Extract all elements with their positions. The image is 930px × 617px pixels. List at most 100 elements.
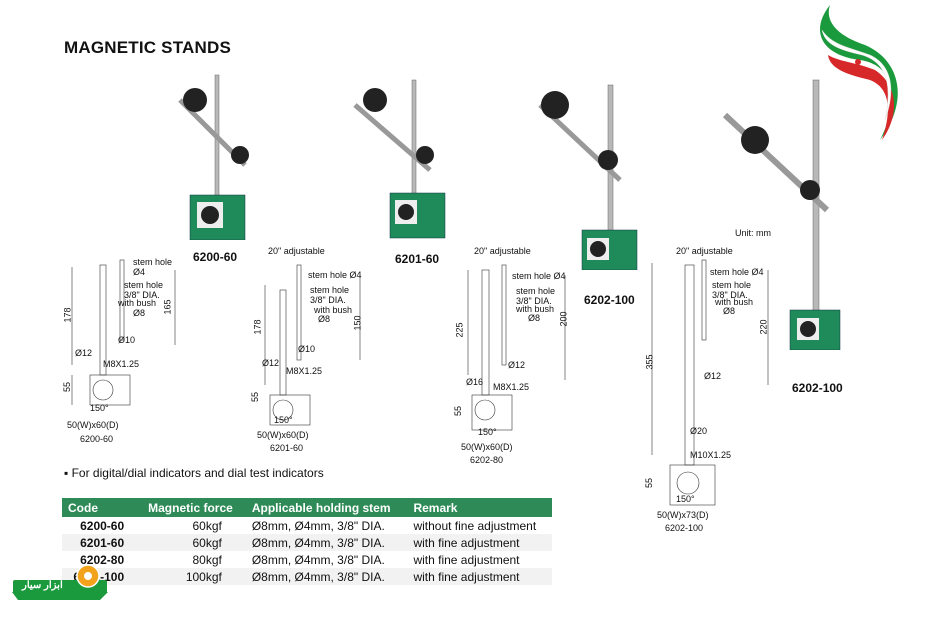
base-h-label-0: 55 xyxy=(62,381,73,393)
stem-label-1: stem hole Ø4 xyxy=(308,270,362,280)
model-label-6201-60: 6201-60 xyxy=(395,252,440,266)
cell-stem: Ø8mm, Ø4mm, 3/8" DIA. xyxy=(245,534,408,551)
caption-1: 6201-60 xyxy=(270,443,304,453)
stand-photo-6202-80 xyxy=(538,84,638,270)
bush-d-label-1: Ø8 xyxy=(318,314,331,324)
dia-label-3: 3/8" DIA. xyxy=(712,290,748,300)
h2-label-3: 220 xyxy=(758,319,769,335)
cell-force: 80kgf xyxy=(192,552,222,567)
header-code: Code xyxy=(62,498,143,517)
cell-remark: without fine adjustment xyxy=(413,518,537,533)
rod-label-2: Ø12 xyxy=(508,360,526,370)
dia-label-2: 3/8" DIA. xyxy=(516,296,552,306)
bush-label-3: with bush xyxy=(715,297,754,307)
rod-label-1: Ø10 xyxy=(298,344,316,354)
model-label-6202-100: 6202-100 xyxy=(792,381,843,395)
caption-2: 6202-80 xyxy=(470,455,504,465)
angle-label-3: 150° xyxy=(676,494,695,504)
cell-remark: with fine adjustment xyxy=(413,552,520,567)
bush-label-1: with bush xyxy=(314,305,353,315)
base-label-1: 50(W)x60(D) xyxy=(257,430,309,440)
flag-emblem xyxy=(820,5,898,140)
bush-label-2: with bush xyxy=(516,304,555,314)
thread-label-3: M10X1.25 xyxy=(690,450,732,460)
base-h-label-2: 55 xyxy=(453,405,464,417)
stem-label-2b: stem hole xyxy=(516,286,556,296)
dia-label-0: 3/8" DIA. xyxy=(124,290,160,300)
header-stem: Applicable holding stem xyxy=(245,498,408,517)
stem-label-0: stem hole Ø4 xyxy=(133,257,173,277)
dia-label-1: 3/8" DIA. xyxy=(310,295,346,305)
caption-3: 6202-100 xyxy=(665,523,704,533)
h1-label-3: 355 xyxy=(644,354,655,370)
table-row: 6202-80 80kgf Ø8mm, Ø4mm, 3/8" DIA. with… xyxy=(62,551,552,568)
bush-label-0: with bush xyxy=(118,298,157,308)
thread-label-2: M8X1.25 xyxy=(493,382,530,392)
table-header-row: Code Magnetic force Applicable holding s… xyxy=(62,498,552,517)
caption-0: 6200-60 xyxy=(80,434,114,444)
col-label-1: Ø12 xyxy=(262,358,280,368)
h2-label-0: 165 xyxy=(162,299,173,315)
rod-label-3: Ø12 xyxy=(704,371,722,381)
base-label-0: 50(W)x60(D) xyxy=(67,420,119,430)
stand-photo-6200-60 xyxy=(178,74,249,240)
bush-d-label-3: Ø8 xyxy=(723,306,736,316)
h2-label-1: 150 xyxy=(352,315,363,331)
h1-label-0: 178 xyxy=(62,307,73,323)
thread-label-1: M8X1.25 xyxy=(286,366,323,376)
model-label-6202-80: 6202-100 xyxy=(584,293,635,307)
cell-stem: Ø8mm, Ø4mm, 3/8" DIA. xyxy=(245,568,408,585)
angle-label-1: 150° xyxy=(274,415,293,425)
h1-label-1: 178 xyxy=(252,319,263,335)
adjust-label-1: 20" adjustable xyxy=(268,246,325,256)
stand-photo-6202-100 xyxy=(722,79,841,350)
stem-label-3: stem hole Ø4 xyxy=(710,267,764,277)
stem-label-0b: stem hole xyxy=(124,280,164,290)
bush-d-label-0: Ø8 xyxy=(133,308,146,318)
h2-label-2: 200 xyxy=(558,311,569,327)
angle-label-0: 150° xyxy=(90,403,109,413)
drawing-6202-80 xyxy=(467,264,566,431)
cell-code: 6202-80 xyxy=(80,552,125,567)
stem-label-1b: stem hole xyxy=(310,285,350,295)
base-label-2: 50(W)x60(D) xyxy=(461,442,513,452)
drawing-6200-60 xyxy=(71,259,176,406)
table-row: 6202-100 100kgf Ø8mm, Ø4mm, 3/8" DIA. wi… xyxy=(62,568,552,585)
thread-label-0: M8X1.25 xyxy=(103,359,140,369)
stand-photo-6201-60 xyxy=(353,79,446,239)
bush-d-label-2: Ø8 xyxy=(528,313,541,323)
cell-remark: with fine adjustment xyxy=(407,568,552,585)
model-label-6200-60: 6200-60 xyxy=(193,250,238,264)
cell-force: 60kgf xyxy=(142,534,246,551)
unit-note: Unit: mm xyxy=(735,228,771,238)
cell-stem: Ø8mm, Ø4mm, 3/8" DIA. xyxy=(251,518,385,533)
cell-remark: with fine adjustment xyxy=(407,534,552,551)
col-label-0: Ø12 xyxy=(75,348,93,358)
header-remark: Remark xyxy=(407,498,552,517)
header-force: Magnetic force xyxy=(142,498,246,517)
feature-bullet: ▪ For digital/dial indicators and dial t… xyxy=(64,466,324,480)
table-row: 6200-60 60kgf Ø8mm, Ø4mm, 3/8" DIA. with… xyxy=(62,517,552,534)
drawing-6201-60 xyxy=(264,264,361,426)
rod-label-0: Ø10 xyxy=(118,335,136,345)
angle-label-2: 150° xyxy=(478,427,497,437)
cell-stem: Ø8mm, Ø4mm, 3/8" DIA. xyxy=(251,552,385,567)
base-label-3: 50(W)x73(D) xyxy=(657,510,709,520)
table-row: 6201-60 60kgf Ø8mm, Ø4mm, 3/8" DIA. with… xyxy=(62,534,552,551)
stem-label-2: stem hole Ø4 xyxy=(512,271,566,281)
spec-table: Code Magnetic force Applicable holding s… xyxy=(62,498,552,585)
feature-bullet-text: For digital/dial indicators and dial tes… xyxy=(71,466,324,480)
base-h-label-1: 55 xyxy=(250,391,261,403)
cell-force: 100kgf xyxy=(142,568,246,585)
stem-label-3b: stem hole xyxy=(712,280,752,290)
h1-label-2: 225 xyxy=(454,322,465,338)
adjust-label-3: 20" adjustable xyxy=(676,246,733,256)
col-label-2: Ø16 xyxy=(466,377,484,387)
cell-code: 6201-60 xyxy=(62,534,143,551)
page-title: MAGNETIC STANDS xyxy=(64,38,232,57)
adjust-label-2: 20" adjustable xyxy=(474,246,531,256)
cell-code: 6200-60 xyxy=(80,518,125,533)
col-label-3: Ø20 xyxy=(690,426,708,436)
base-h-label-3: 55 xyxy=(644,477,655,489)
cell-force: 60kgf xyxy=(192,518,222,533)
